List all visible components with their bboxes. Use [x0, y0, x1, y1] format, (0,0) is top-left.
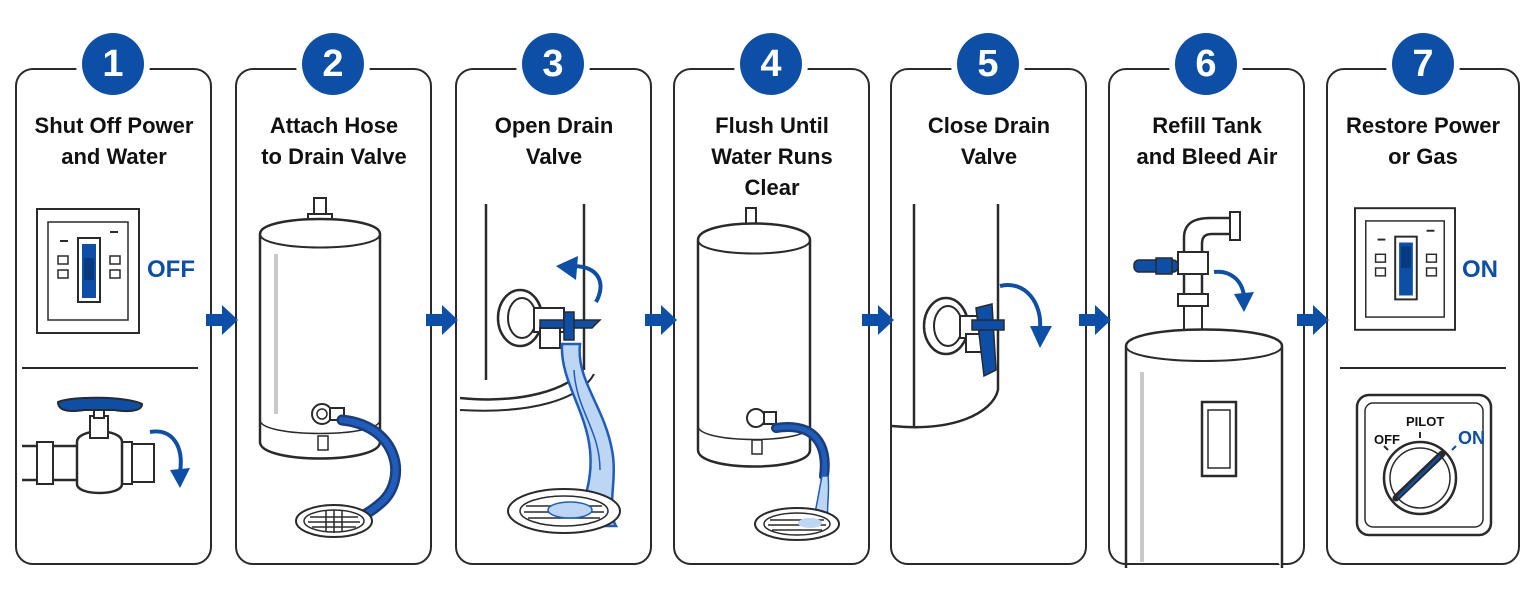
- title-line: Refill Tank: [1152, 113, 1262, 138]
- step-title: Restore Power or Gas: [1323, 110, 1523, 172]
- next-arrow-icon: [1297, 305, 1329, 335]
- next-arrow-icon: [426, 305, 458, 335]
- water-stream-icon: [560, 342, 619, 528]
- gas-control-dial-icon: [1355, 393, 1493, 537]
- water-heater-icon: [1124, 328, 1284, 568]
- step-number-badge: 2: [302, 33, 364, 95]
- step-title: Shut Off Power and Water: [14, 110, 214, 172]
- breaker-panel-icon: [36, 208, 140, 334]
- breaker-panel-icon: [1354, 207, 1456, 331]
- step-number-badge: 5: [957, 33, 1019, 95]
- drain-valve-icon: [891, 204, 1052, 429]
- step-number-badge: 3: [522, 33, 584, 95]
- title-line: Open Drain: [494, 113, 614, 138]
- title-line: Flush Until: [715, 113, 829, 138]
- title-line: or Gas: [1388, 144, 1458, 169]
- step-number-badge: 6: [1175, 33, 1237, 95]
- step-title: Refill Tank and Bleed Air: [1107, 110, 1307, 172]
- title-line: Restore Power: [1345, 113, 1501, 138]
- next-arrow-icon: [1079, 305, 1111, 335]
- step-title: Open Drain Valve: [454, 110, 654, 172]
- dial-pilot-label: PILOT: [1406, 414, 1445, 429]
- title-line: Clear: [744, 175, 800, 200]
- next-arrow-icon: [206, 305, 238, 335]
- step-number-badge: 1: [82, 33, 144, 95]
- title-line: Close Drain: [927, 113, 1051, 138]
- next-arrow-icon: [862, 305, 894, 335]
- water-heater-icon: [258, 197, 382, 460]
- floor-drain-icon: [295, 504, 373, 538]
- step-title: Close Drain Valve: [889, 110, 1089, 172]
- dial-on-label: ON: [1458, 428, 1485, 448]
- title-line: Shut Off Power: [34, 113, 194, 138]
- title-line: Water Runs: [711, 144, 833, 169]
- step-number-badge: 4: [740, 33, 802, 95]
- step-number-badge: 7: [1392, 33, 1454, 95]
- dial-off-label: OFF: [1374, 432, 1400, 447]
- step-title: Attach Hose to Drain Valve: [234, 110, 434, 172]
- divider: [1340, 367, 1506, 369]
- switch-state-label: OFF: [147, 256, 195, 283]
- title-line: Attach Hose: [269, 113, 399, 138]
- shutoff-valve-icon: [22, 396, 190, 495]
- next-arrow-icon: [645, 305, 677, 335]
- floor-drain-icon: [754, 507, 840, 541]
- title-line: Valve: [525, 144, 583, 169]
- floor-drain-icon: [507, 488, 621, 534]
- title-line: and Water: [61, 144, 167, 169]
- title-line: Valve: [960, 144, 1018, 169]
- switch-state-label: ON: [1462, 256, 1498, 283]
- divider: [22, 367, 198, 369]
- title-line: and Bleed Air: [1136, 144, 1278, 169]
- step-title: Flush Until Water Runs Clear: [672, 110, 872, 203]
- title-line: to Drain Valve: [261, 144, 407, 169]
